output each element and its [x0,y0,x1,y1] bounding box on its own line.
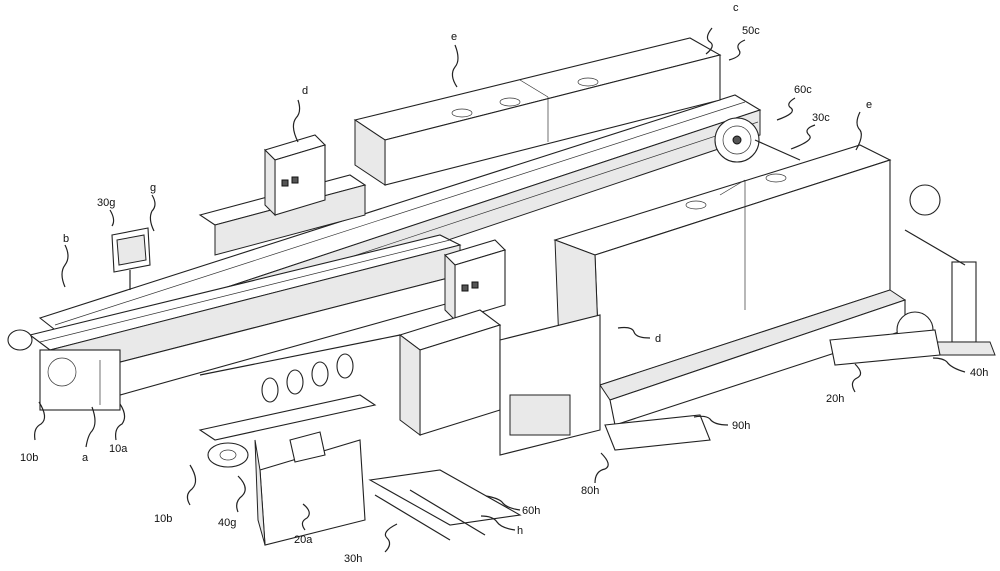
label-30g: 30g [97,197,115,209]
label-30c: 30c [812,112,830,124]
label-40h: 40h [970,367,988,379]
label-c: c [733,2,739,14]
upper-enclosure [353,37,722,186]
label-90h: 90h [732,420,750,432]
label-80h: 80h [581,485,599,497]
label-e-right: e [866,99,872,111]
label-h: h [517,525,523,537]
label-e-top: e [451,31,457,43]
label-30h: 30h [344,553,362,565]
control-box-top [263,134,327,217]
label-60c: 60c [794,84,812,96]
left-end-roller [7,329,33,351]
label-50c: 50c [742,25,760,37]
sprocket-60c [714,117,801,163]
label-60h: 60h [522,505,540,517]
label-10b-bottom: 10b [154,513,172,525]
label-d-mid: d [655,333,661,345]
monitor-g [111,227,151,290]
roller-drums [199,334,401,403]
leader-lines [34,27,966,553]
label-10b-left: 10b [20,452,38,464]
control-box-mid [443,239,507,322]
label-40g: 40g [218,517,236,529]
label-b: b [63,233,69,245]
label-a: a [82,452,89,464]
label-10a: 10a [109,443,128,455]
label-d-top: d [302,85,308,97]
label-20h: 20h [826,393,844,405]
bottom-rail-frame [368,469,522,541]
drum-40g [207,442,249,468]
label-g: g [150,182,156,194]
central-block [398,309,601,456]
front-base-20a [198,394,377,546]
stand-40h [896,184,996,356]
right-foot-frames [604,329,941,451]
label-20a: 20a [294,534,313,546]
